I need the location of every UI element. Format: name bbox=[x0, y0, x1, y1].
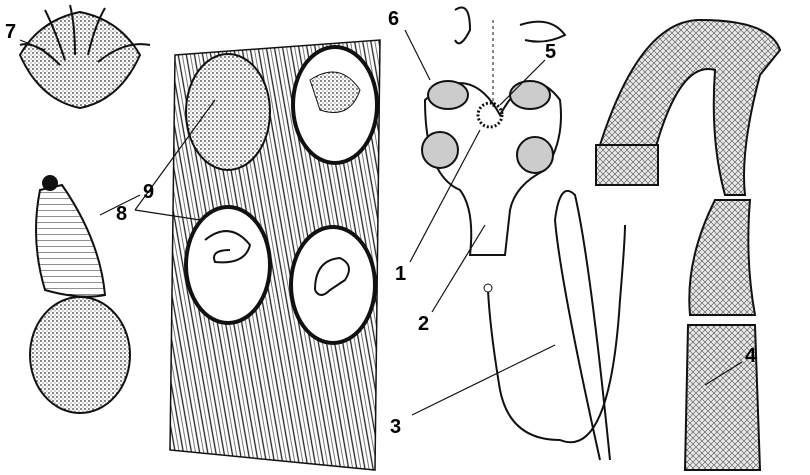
label-7: 7 bbox=[5, 21, 16, 43]
label-5: 5 bbox=[545, 41, 556, 63]
whole-tapeworm-figure bbox=[483, 189, 626, 461]
muscle-tissue-with-cysts-figure bbox=[169, 39, 381, 471]
proglottid-chain-figure bbox=[595, 18, 782, 471]
cysticercus-head-figure bbox=[18, 4, 151, 110]
cysticercus-figure bbox=[29, 175, 131, 414]
label-4: 4 bbox=[745, 345, 757, 367]
label-6: 6 bbox=[388, 8, 399, 30]
label-1: 1 bbox=[395, 263, 406, 285]
scolex-figure bbox=[421, 6, 567, 256]
label-8: 8 bbox=[116, 203, 127, 225]
label-9: 9 bbox=[143, 181, 154, 203]
label-3: 3 bbox=[390, 416, 401, 438]
label-2: 2 bbox=[418, 313, 429, 335]
leader-lines bbox=[19, 29, 743, 416]
